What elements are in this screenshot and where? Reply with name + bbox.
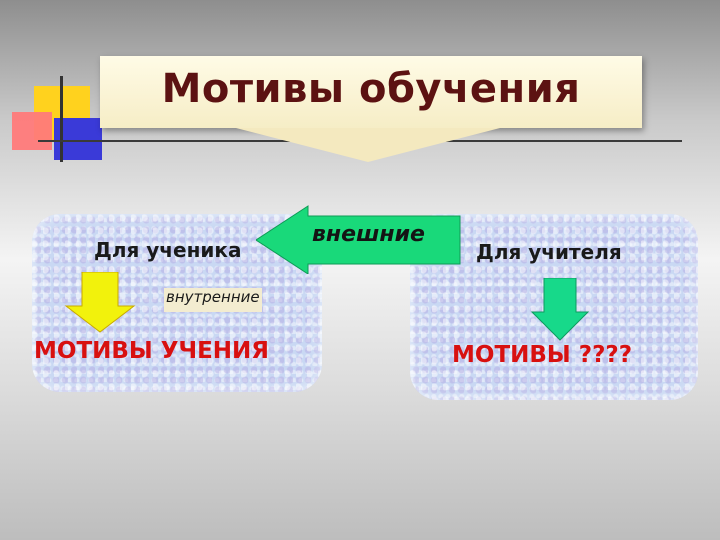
- internal-label: внутренние: [164, 288, 262, 312]
- external-arrow-icon: [256, 205, 461, 274]
- decor-vertical-line: [60, 76, 63, 162]
- teacher-down-arrow-icon: [530, 278, 590, 341]
- page-title: Мотивы обучения: [161, 66, 581, 112]
- title-banner: [100, 56, 642, 128]
- student-down-arrow-icon: [64, 272, 136, 333]
- external-label: внешние: [312, 222, 425, 247]
- motives-unknown-label: МОТИВЫ ????: [452, 342, 633, 368]
- student-label: Для ученика: [94, 238, 242, 262]
- decor-red-square: [12, 112, 52, 150]
- motives-learning-label: МОТИВЫ УЧЕНИЯ: [34, 338, 269, 364]
- teacher-label: Для учителя: [476, 240, 622, 264]
- title-banner-pointer: [236, 128, 500, 162]
